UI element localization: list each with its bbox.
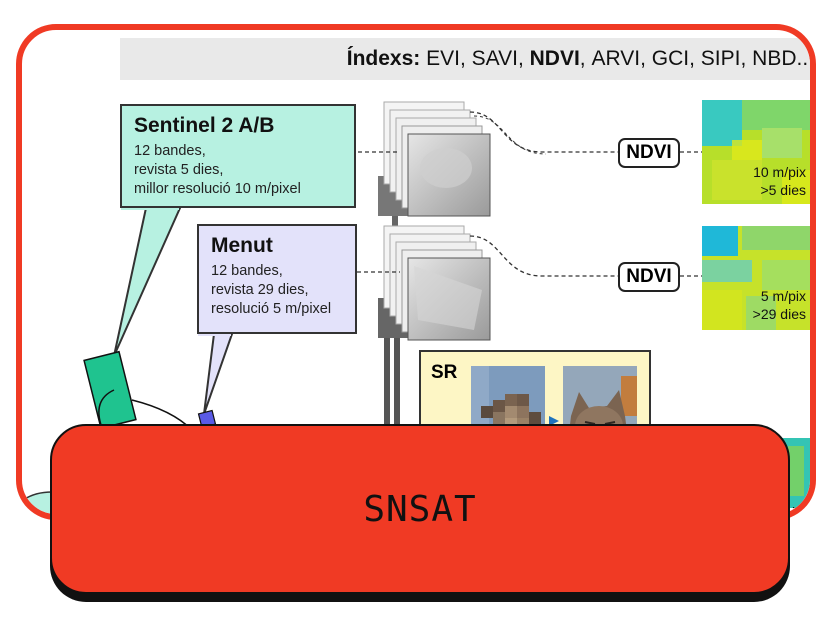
sentinel-detail: millor resolució 10 m/pixel bbox=[134, 181, 301, 197]
sentinel-detail: revista 5 dies, bbox=[134, 162, 224, 178]
tile-revisit: >5 dies bbox=[760, 182, 806, 198]
ndvi-tag: NDVI bbox=[618, 138, 680, 168]
sentinel-callout-pointer bbox=[113, 207, 182, 357]
satellite-green-icon bbox=[83, 350, 193, 431]
index-item: EVI bbox=[426, 47, 460, 70]
index-item: NBD... bbox=[752, 47, 814, 70]
menut-callout-pointer bbox=[203, 333, 234, 415]
indexes-label: Índexs: bbox=[346, 47, 421, 70]
sentinel-title: Sentinel 2 A/B bbox=[134, 114, 275, 137]
menut-detail: resolució 5 m/pixel bbox=[211, 301, 332, 317]
sentinel-detail: 12 bandes, bbox=[134, 143, 206, 159]
title-banner: SNSAT bbox=[50, 424, 790, 594]
index-item: ARVI bbox=[591, 47, 641, 70]
index-item: SAVI bbox=[471, 47, 518, 70]
tile-revisit: >29 dies bbox=[752, 306, 806, 322]
index-item-highlighted: NDVI bbox=[529, 47, 580, 70]
diagram-connectors bbox=[22, 101, 810, 514]
arrow-right-icon bbox=[549, 416, 559, 426]
tile-resolution: 10 m/pix bbox=[753, 164, 806, 180]
ndvi-map-tile: 5 m/pix >29 dies bbox=[702, 226, 810, 330]
image-stack-icon bbox=[378, 225, 491, 341]
menut-title: Menut bbox=[211, 234, 273, 257]
index-item: GCI bbox=[651, 47, 690, 70]
menut-detail: 12 bandes, bbox=[211, 263, 283, 279]
ndvi-map-image bbox=[702, 226, 810, 330]
ndvi-map-tile: 10 m/pix >5 dies bbox=[702, 100, 810, 204]
tile-resolution: 5 m/pix bbox=[760, 288, 806, 304]
image-stack-icon bbox=[378, 101, 491, 217]
index-item: SIPI bbox=[700, 47, 741, 70]
menut-info-box: Menut 12 bandes, revista 29 dies, resolu… bbox=[197, 224, 357, 334]
indexes-bar: Índexs: EVI, SAVI, NDVI, ARVI, GCI, SIPI… bbox=[120, 38, 814, 80]
sr-label: SR bbox=[431, 362, 458, 383]
sentinel-info-box: Sentinel 2 A/B 12 bandes, revista 5 dies… bbox=[120, 104, 356, 208]
banner-title: SNSAT bbox=[363, 488, 477, 530]
ndvi-map-image bbox=[702, 100, 810, 204]
ndvi-tag: NDVI bbox=[618, 262, 680, 292]
partial-tile-text: ix bbox=[792, 504, 803, 520]
menut-detail: revista 29 dies, bbox=[211, 282, 309, 298]
